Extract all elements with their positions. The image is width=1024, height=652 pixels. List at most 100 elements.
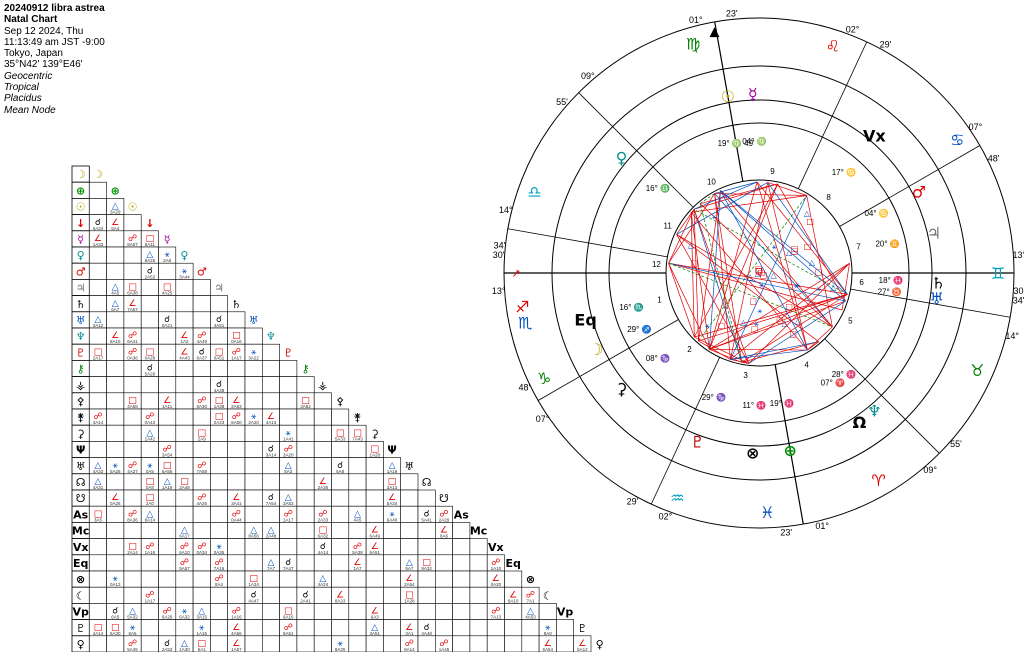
aspect-line — [693, 209, 750, 364]
aspect-mark: ☍ — [284, 509, 293, 519]
aspect-mark: ☌ — [164, 315, 170, 325]
house-number: 8 — [826, 193, 831, 202]
aspect-line — [693, 181, 758, 210]
planet-degree: 29° ♑ — [702, 392, 726, 402]
aspect-orb: 3A12 — [93, 323, 104, 328]
aspect-line — [694, 294, 848, 338]
aspect-orb: 8A14 — [404, 647, 415, 652]
aspect-mark: ☌ — [199, 347, 205, 357]
planet-glyph-12: Vx — [863, 126, 886, 145]
aspect-mark: ☍ — [145, 542, 154, 552]
planet-glyph-11: Eq — [574, 310, 596, 329]
aspect-marker: △ — [804, 209, 811, 218]
grid-diagonal-glyph: ⊗ — [526, 573, 535, 586]
aspect-line — [730, 195, 808, 360]
house-cusp-line — [824, 338, 940, 454]
aspect-marker: ⚹ — [705, 321, 710, 330]
aspect-mark: △ — [146, 509, 153, 519]
aspect-line — [668, 209, 695, 264]
aspect-orb: 6A12 — [577, 647, 588, 652]
house-cusp-line — [507, 228, 668, 258]
aspect-line — [693, 209, 699, 341]
aspect-orb: 1A34 — [248, 582, 259, 587]
grid-row-glyph: ♅ — [76, 314, 86, 327]
aspect-mark: □ — [163, 461, 172, 471]
aspect-mark: △ — [94, 315, 101, 325]
aspect-orb: 4A5 — [111, 291, 120, 296]
sign-glyph-9: ♋ — [950, 130, 964, 149]
aspect-marker: □ — [760, 271, 768, 280]
aspect-mark: △ — [112, 202, 119, 212]
aspect-orb: 1A16 — [231, 615, 242, 620]
aspect-orb: 7A54 — [266, 501, 277, 506]
sign-glyph-3: ♑ — [537, 369, 551, 388]
aspect-orb: 7A47 — [283, 566, 294, 571]
aspect-orb: 6A32 — [318, 534, 329, 539]
aspect-marker: □ — [749, 296, 757, 305]
aspect-orb: 5A3 — [284, 469, 293, 474]
aspect-orb: 1A19 — [387, 469, 398, 474]
aspect-orb: 3A44 — [179, 274, 190, 279]
grid-row-glyph: ♆ — [76, 330, 86, 343]
chart-time: 11:13:49 am JST -9:00 — [4, 36, 105, 48]
grid-row-glyph: Vp — [72, 606, 89, 619]
planet-degree: 27° ♉ — [878, 286, 902, 296]
house-number: 1 — [657, 296, 662, 305]
aspect-mark: ☍ — [180, 558, 189, 568]
aspect-marker: □ — [755, 266, 763, 275]
aspect-orb: 8A11 — [145, 242, 156, 247]
aspect-orb: 8A26 — [145, 258, 156, 263]
grid-row-glyph: ☾ — [76, 589, 86, 602]
planet-degree: 20° ♊ — [875, 238, 899, 248]
aspect-mark: ∠ — [405, 623, 413, 633]
aspect-mark: △ — [527, 607, 534, 617]
aspect-marker: ⚹ — [759, 280, 764, 289]
aspect-mark: ∠ — [492, 574, 500, 584]
grid-diagonal-glyph: Eq — [505, 557, 520, 570]
chart-place: Tokyo, Japan — [4, 48, 63, 60]
planet-glyph-2: ♀ — [616, 149, 628, 168]
aspect-mark: ☍ — [197, 331, 206, 341]
planet-glyph-0: ☉ — [721, 87, 735, 106]
grid-row-glyph: ♃ — [76, 282, 86, 295]
planet-glyph-15: ⊕ — [783, 441, 796, 460]
aspect-mark: ⚹ — [113, 574, 119, 584]
aspect-mark: △ — [164, 477, 171, 487]
grid-row-glyph: ⊕ — [76, 184, 85, 197]
aspect-mark: ☍ — [214, 558, 223, 568]
aspect-mark: □ — [249, 574, 258, 584]
aspect-mark: ☍ — [128, 639, 137, 649]
planet-degree: 28° ♓ — [832, 369, 856, 379]
planet-glyph-5: ♄ — [931, 273, 945, 292]
grid-diagonal-glyph: ☽ — [93, 168, 103, 181]
aspect-orb: 4A25 — [162, 291, 173, 296]
aspect-mark: △ — [354, 509, 361, 519]
aspect-orb: 3A13 — [387, 485, 398, 490]
aspect-mark: □ — [215, 347, 224, 357]
cusp-minute: 29' — [880, 40, 892, 50]
aspect-mark: ⚹ — [251, 347, 257, 357]
aspect-mark: □ — [197, 428, 206, 438]
planet-degree: 04° ♍ — [742, 136, 766, 146]
aspect-mark: ☍ — [439, 639, 448, 649]
planet-glyph-14: Ω — [853, 413, 867, 432]
aspect-mark: ☍ — [197, 461, 206, 471]
cusp-degree: 55' — [950, 439, 962, 449]
planet-degree: 19° ♓ — [770, 398, 794, 408]
grid-row-glyph: ⊗ — [76, 573, 85, 586]
aspect-mark: ∠ — [180, 347, 188, 357]
cusp-minute: 48' — [519, 382, 531, 392]
aspect-mark: □ — [319, 526, 328, 536]
aspect-mark: □ — [128, 542, 137, 552]
aspect-mark: □ — [336, 428, 345, 438]
grid-diagonal-glyph: ⚷ — [302, 363, 310, 376]
aspect-line — [807, 326, 833, 351]
aspect-marker: △ — [770, 271, 777, 280]
cusp-minute: 09° — [581, 71, 595, 81]
house-number: 7 — [856, 242, 861, 251]
aspect-mark: □ — [94, 509, 103, 519]
aspect-mark: △ — [267, 526, 274, 536]
aspect-mark: ∠ — [232, 493, 240, 503]
